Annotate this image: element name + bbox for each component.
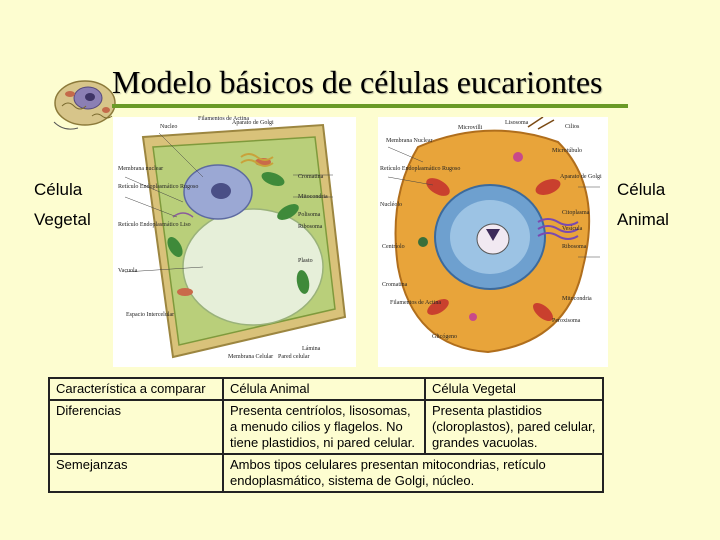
- table-row-diferencias: Diferencias Presenta centríolos, lisosom…: [48, 399, 604, 455]
- animal-cell-diagram: [378, 117, 608, 367]
- plant-label-line-1: Célula: [34, 180, 83, 199]
- header-celula-animal: Célula Animal: [222, 377, 426, 401]
- plant-annot-membrana-nuclear: Membrana nuclear: [118, 166, 164, 172]
- comparison-table: Característica a comparar Célula Animal …: [48, 377, 604, 493]
- plant-annot-espacio: Espacio Intercelular: [126, 312, 175, 318]
- animal-annot-microvilli: Microvilli: [458, 125, 483, 131]
- animal-annot-cromatina: Cromatina: [382, 282, 408, 288]
- plant-annot-vacuola: Vacuola: [118, 268, 138, 274]
- animal-annot-lisosoma: Lisosoma: [505, 120, 529, 126]
- header-caracteristica: Característica a comparar: [48, 377, 224, 401]
- plant-annot-ribosoma: Ribosoma: [298, 224, 323, 230]
- plant-annot-filamentos: Filamentos de Actina: [198, 116, 249, 122]
- animal-annot-mitocondria: Mitocondria: [562, 296, 592, 302]
- animal-annot-glicogeno: Glicógeno: [432, 334, 457, 340]
- animal-annot-cilios: Cilios: [565, 124, 580, 130]
- animal-annot-microtubulo: Microtúbulo: [552, 148, 582, 154]
- animal-annot-golgi: Aparato de Golgi: [560, 174, 602, 180]
- animal-label-line-2: Animal: [617, 210, 669, 229]
- plant-annot-reticulo: Retículo Endoplasmático Rugoso: [118, 184, 199, 190]
- page-title: Modelo básicos de células eucariontes: [112, 64, 603, 100]
- plant-annot-plasto: Plasto: [298, 258, 313, 264]
- animal-annot-nucleolo: Nucléolo: [380, 202, 402, 208]
- diferencias-animal-text: Presenta centríolos, lisosomas, a menudo…: [222, 399, 426, 455]
- plant-annot-pared: Pared celular: [278, 354, 310, 360]
- animal-annot-filamentos: Filamentos de Actina: [390, 300, 441, 306]
- plant-annot-polisoma: Polisoma: [298, 212, 321, 218]
- plant-annot-cromatina: Cromatina: [298, 174, 324, 180]
- semejanzas-text: Ambos tipos celulares presentan mitocond…: [222, 453, 604, 493]
- animal-annot-centriolo: Centríolo: [382, 244, 405, 250]
- animal-label-line-1: Célula: [617, 180, 666, 199]
- row-label-semejanzas: Semejanzas: [48, 453, 224, 493]
- diferencias-vegetal-text: Presenta plastidios (cloroplastos), pare…: [424, 399, 604, 455]
- plant-annot-nucleo: Nucleo: [160, 124, 178, 130]
- plant-cell-diagram: [113, 117, 356, 367]
- plant-annot-membrana: Membrana Celular: [228, 354, 274, 360]
- animal-annot-membrana-nuclear: Membrana Nuclear: [386, 138, 433, 144]
- animal-annot-ret-rugoso: Retículo Endoplasmático Rugoso: [380, 166, 461, 172]
- animal-annot-vesicula: Vesícula: [562, 226, 583, 232]
- plant-label-line-2: Vegetal: [34, 210, 91, 229]
- animal-annot-citoplasma: Citoplasma: [562, 210, 590, 216]
- header-celula-vegetal: Célula Vegetal: [424, 377, 604, 401]
- plant-annot-ret-liso: Retículo Endoplasmático Liso: [118, 222, 191, 228]
- plant-annot-lamina: Lámina: [302, 346, 321, 352]
- cell-logo: [53, 80, 116, 130]
- table-header-row: Característica a comparar Célula Animal …: [48, 377, 604, 401]
- animal-annot-peroxisoma: Peroxisoma: [552, 318, 581, 324]
- plant-annot-mitocondria: Mitocondria: [298, 194, 328, 200]
- table-row-semejanzas: Semejanzas Ambos tipos celulares present…: [48, 453, 604, 493]
- title-underline: [112, 104, 628, 108]
- animal-annot-ribosoma: Ribosoma: [562, 244, 587, 250]
- row-label-diferencias: Diferencias: [48, 399, 224, 455]
- plant-annot-golgi: Aparato de Golgi: [232, 120, 274, 126]
